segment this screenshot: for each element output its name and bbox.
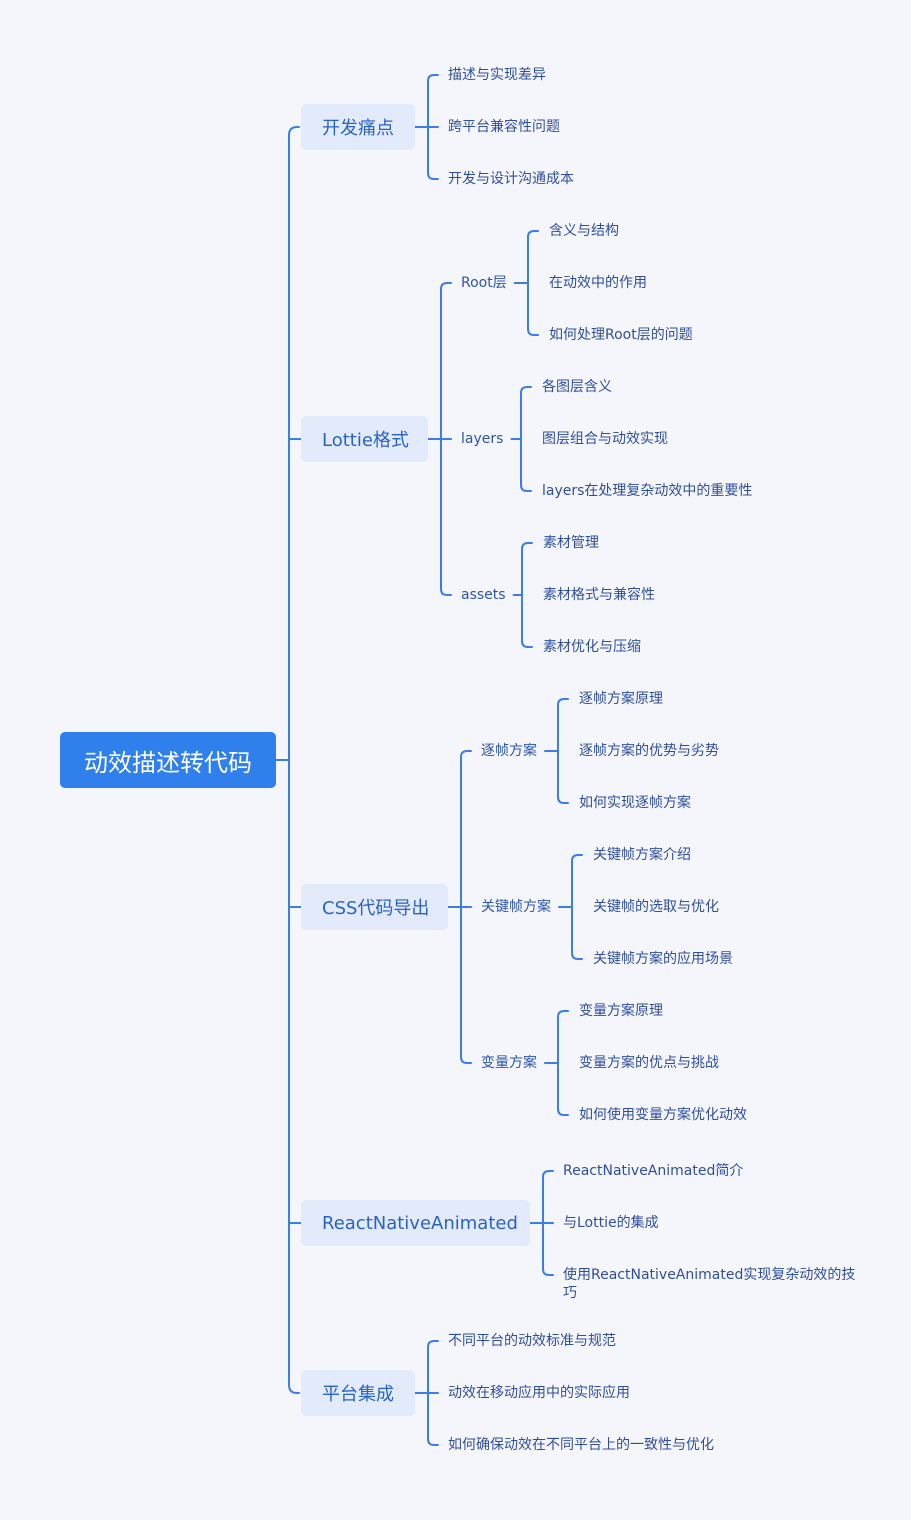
subtopic-2-3[interactable]: assets (461, 587, 506, 603)
subtopic-3-3[interactable]: 变量方案 (481, 1055, 537, 1071)
leaf-3-2-1[interactable]: 关键帧方案介绍 (593, 847, 691, 863)
leaf-2-3-3[interactable]: 素材优化与压缩 (543, 639, 641, 655)
leaf-1-3[interactable]: 开发与设计沟通成本 (448, 171, 574, 187)
topic-5[interactable]: 平台集成 (301, 1370, 415, 1416)
leaf-1-1[interactable]: 描述与实现差异 (448, 67, 546, 83)
leaf-5-3[interactable]: 如何确保动效在不同平台上的一致性与优化 (448, 1437, 714, 1453)
subtopic-2-1[interactable]: Root层 (461, 275, 507, 291)
leaf-5-1[interactable]: 不同平台的动效标准与规范 (448, 1333, 616, 1349)
leaf-3-1-3[interactable]: 如何实现逐帧方案 (579, 795, 691, 811)
leaf-4-1[interactable]: ReactNativeAnimated简介 (563, 1163, 744, 1179)
topic-1[interactable]: 开发痛点 (301, 104, 415, 150)
leaf-3-3-2[interactable]: 变量方案的优点与挑战 (579, 1055, 719, 1071)
leaf-3-1-2[interactable]: 逐帧方案的优势与劣势 (579, 743, 719, 759)
leaf-5-2[interactable]: 动效在移动应用中的实际应用 (448, 1385, 630, 1401)
leaf-2-2-1[interactable]: 各图层含义 (542, 379, 612, 395)
subtopic-3-1[interactable]: 逐帧方案 (481, 743, 537, 759)
leaf-2-2-3[interactable]: layers在处理复杂动效中的重要性 (542, 483, 753, 499)
subtopic-2-2[interactable]: layers (461, 431, 504, 447)
subtopic-3-2[interactable]: 关键帧方案 (481, 899, 551, 915)
leaf-3-1-1[interactable]: 逐帧方案原理 (579, 691, 663, 707)
leaf-3-2-2[interactable]: 关键帧的选取与优化 (593, 899, 719, 915)
topic-4[interactable]: ReactNativeAnimated (301, 1200, 530, 1246)
leaf-2-3-1[interactable]: 素材管理 (543, 535, 599, 551)
leaf-3-2-3[interactable]: 关键帧方案的应用场景 (593, 951, 733, 967)
leaf-2-2-2[interactable]: 图层组合与动效实现 (542, 431, 668, 447)
leaf-3-3-1[interactable]: 变量方案原理 (579, 1003, 663, 1019)
topic-3[interactable]: CSS代码导出 (301, 884, 448, 930)
leaf-3-3-3[interactable]: 如何使用变量方案优化动效 (579, 1107, 747, 1123)
topic-2[interactable]: Lottie格式 (301, 416, 428, 462)
leaf-2-1-2[interactable]: 在动效中的作用 (549, 275, 647, 291)
leaf-4-2[interactable]: 与Lottie的集成 (563, 1215, 659, 1231)
root-topic[interactable]: 动效描述转代码 (60, 732, 276, 788)
leaf-2-1-3[interactable]: 如何处理Root层的问题 (549, 327, 693, 343)
leaf-2-1-1[interactable]: 含义与结构 (549, 223, 619, 239)
leaf-2-3-2[interactable]: 素材格式与兼容性 (543, 587, 655, 603)
leaf-1-2[interactable]: 跨平台兼容性问题 (448, 119, 560, 135)
leaf-4-3[interactable]: 使用ReactNativeAnimated实现复杂动效的技巧 (563, 1267, 856, 1301)
